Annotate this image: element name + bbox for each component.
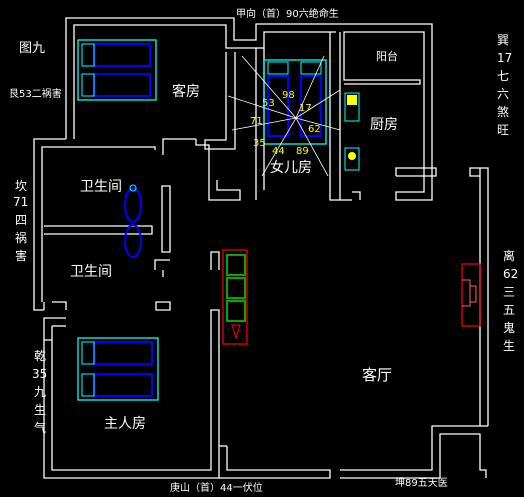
vertical-labels: 坎 71 四 祸 害 乾 35 九 生 气 巽 17 七 六 煞 旺 离 62 …: [13, 33, 518, 435]
master-bed-frame: [77, 337, 159, 401]
ray-ne-top: [241, 55, 297, 119]
num-44: 44: [272, 146, 285, 157]
ray-n: [295, 55, 325, 119]
guest-room-label: 客房: [172, 83, 200, 100]
living-room-label: 客厅: [362, 366, 392, 384]
stove-burner: [348, 152, 356, 160]
num-71: 71: [250, 116, 263, 127]
svg-text:害: 害: [15, 248, 27, 263]
bathtub-lower: [124, 224, 142, 258]
kitchen-stove: [344, 147, 360, 171]
master-room-label: 主人房: [104, 416, 146, 432]
ray-ne: [295, 89, 341, 119]
ray-sw: [261, 117, 297, 177]
num-17: 17: [299, 103, 312, 114]
ray-wnw: [227, 95, 297, 119]
guest-bed-pillow-top: [81, 43, 95, 67]
num-62: 62: [308, 124, 321, 135]
top-direction-label: 甲向（首）90六绝命生: [236, 7, 339, 20]
master-bed: [77, 337, 159, 401]
tv-cabinet-outline: [461, 263, 481, 327]
room-labels: 图九 甲向（首）90六绝命生 艮53二祸害 客房 阳台 厨房 女儿房 卫生间 卫…: [9, 7, 448, 494]
ray-e: [295, 117, 341, 131]
sofa-arrow: [231, 324, 241, 340]
left-mid-direction-label: 坎 71 四 祸 害: [13, 179, 28, 263]
directional-lines: [227, 55, 341, 177]
bottom-left-direction-label: 庚山（首）44一伏位: [170, 481, 263, 494]
svg-text:巽: 巽: [497, 33, 509, 47]
svg-text:62: 62: [503, 267, 518, 281]
left-top-direction-label: 艮53二祸害: [9, 87, 62, 100]
svg-text:四: 四: [15, 213, 27, 227]
svg-text:九: 九: [34, 385, 46, 399]
master-bed-pillow-bottom: [81, 373, 95, 397]
svg-text:三: 三: [503, 285, 515, 299]
svg-text:17: 17: [497, 51, 512, 65]
num-98: 98: [282, 90, 295, 101]
walls: [33, 17, 489, 479]
tv-stand: [469, 285, 477, 303]
sofa-seat-1: [226, 254, 246, 276]
balcony-label: 阳台: [376, 49, 398, 63]
center-numbers: 53 98 71 17 62 35 44 89: [250, 90, 321, 157]
svg-text:离: 离: [503, 248, 515, 263]
bathroom-1-label: 卫生间: [80, 179, 122, 195]
kitchen-fixtures: [344, 92, 360, 171]
svg-text:乾: 乾: [34, 349, 46, 363]
svg-text:五: 五: [503, 303, 515, 317]
bathtubs: [124, 184, 142, 258]
bathroom-2-label: 卫生间: [70, 264, 112, 280]
guest-bed-pillow-bottom: [81, 73, 95, 97]
guest-bed-frame: [77, 39, 157, 101]
figure-label: 图九: [19, 41, 45, 56]
num-35: 35: [253, 138, 266, 149]
ray-se: [295, 117, 329, 177]
svg-text:71: 71: [13, 195, 28, 209]
svg-text:生: 生: [34, 403, 46, 417]
svg-text:坎: 坎: [15, 179, 27, 193]
daughter-pillow-left: [267, 61, 289, 75]
master-bed-blanket-bottom: [93, 373, 153, 397]
right-top-direction-label: 巽 17 七 六 煞 旺: [497, 33, 512, 137]
svg-text:煞: 煞: [497, 105, 509, 119]
svg-text:气: 气: [34, 420, 46, 435]
kitchen-label: 厨房: [370, 117, 398, 133]
master-bed-pillow-top: [81, 341, 95, 365]
kitchen-sink: [344, 92, 360, 122]
daughter-bed-frame: [263, 59, 327, 145]
bottom-right-direction-label: 坤89五天医: [395, 476, 448, 489]
svg-text:祸: 祸: [15, 230, 27, 245]
tv-cabinet: [461, 263, 481, 327]
sink-basin: [347, 95, 357, 105]
master-bed-blanket-top: [93, 341, 153, 365]
sofa: [222, 249, 248, 345]
bathtub-upper: [124, 187, 142, 223]
left-bottom-direction-label: 乾 35 九 生 气: [32, 349, 47, 435]
svg-text:生: 生: [503, 339, 515, 353]
sofa-seat-2: [226, 277, 246, 299]
sofa-seat-3: [226, 300, 246, 322]
svg-text:七: 七: [497, 69, 509, 83]
right-mid-direction-label: 离 62 三 五 鬼 生: [503, 248, 518, 353]
guest-bed-blanket-bottom: [93, 73, 151, 97]
guest-bed-blanket-top: [93, 43, 151, 67]
svg-text:旺: 旺: [497, 123, 509, 137]
ray-w: [231, 117, 297, 131]
num-53: 53: [262, 98, 275, 109]
guest-bed: [77, 39, 157, 101]
svg-text:35: 35: [32, 367, 47, 381]
svg-text:六: 六: [497, 87, 509, 101]
tv-screen: [462, 279, 471, 307]
num-89: 89: [296, 146, 309, 157]
faucet-upper: [129, 184, 137, 192]
svg-text:鬼: 鬼: [503, 320, 515, 335]
sofa-outline: [222, 249, 248, 345]
daughter-pillow-right: [300, 61, 322, 75]
daughter-room-label: 女儿房: [270, 159, 312, 176]
